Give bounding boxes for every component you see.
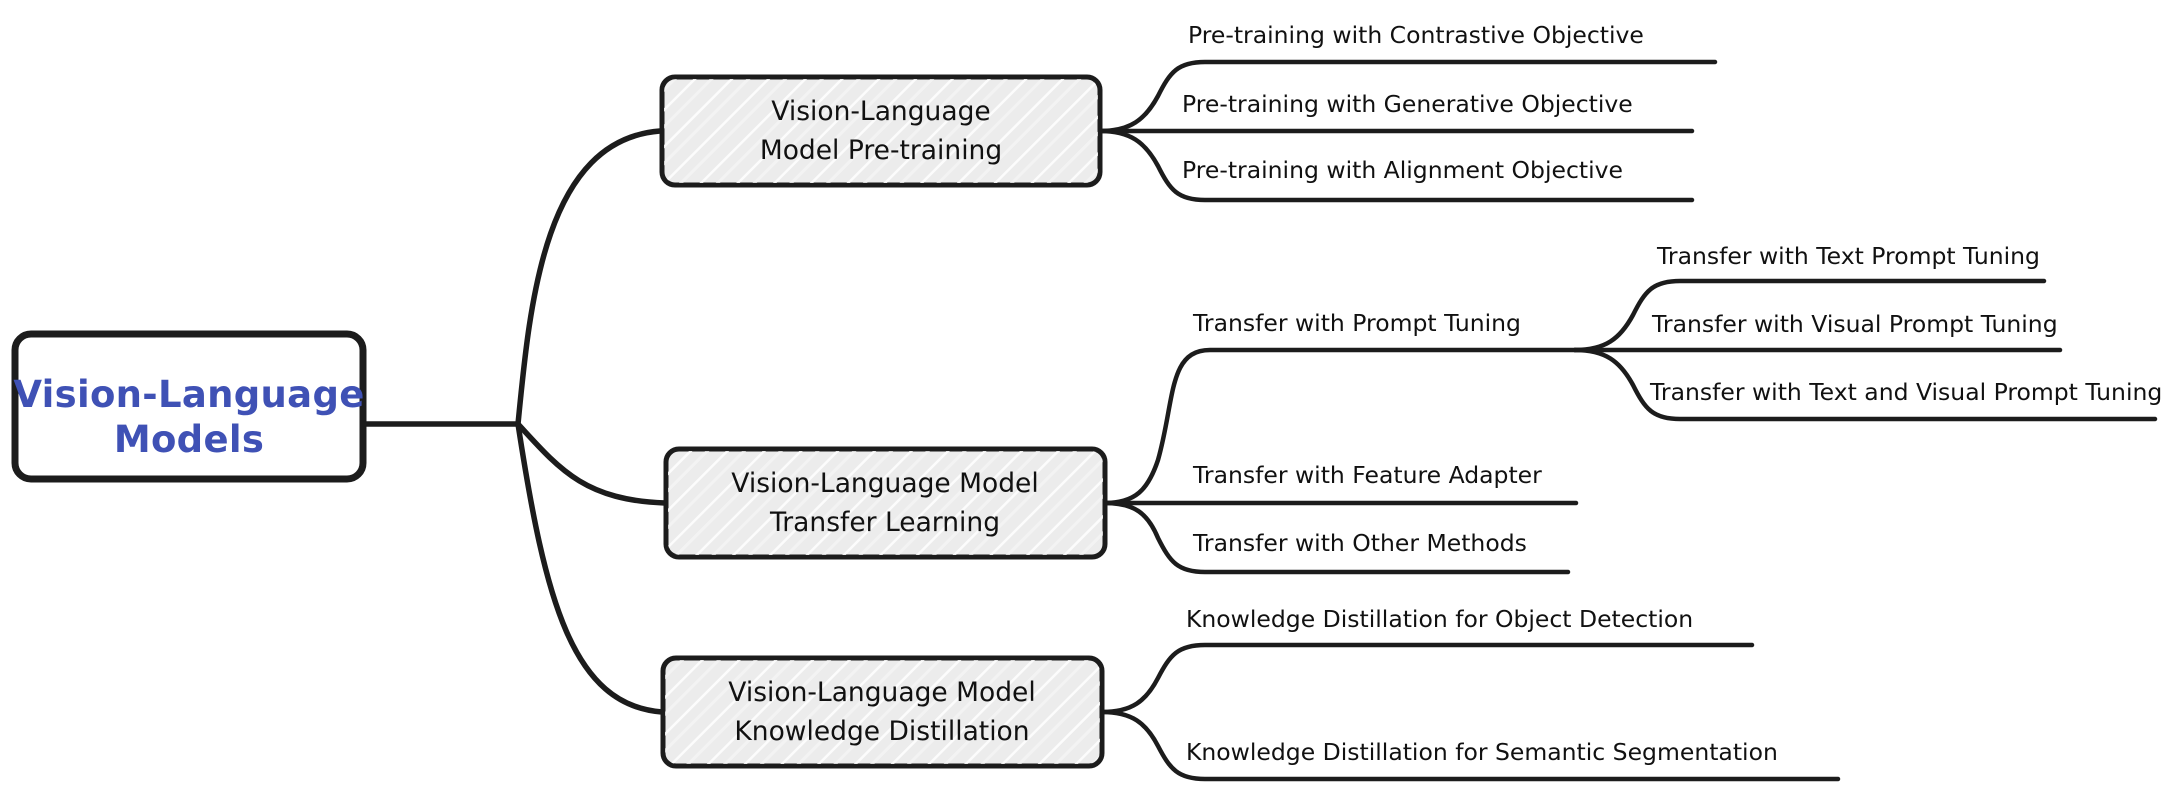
subleaf-label-visual-prompt-tuning[interactable]: Transfer with Visual Prompt Tuning (1651, 310, 2058, 338)
leaf-label-pretraining-generative[interactable]: Pre-training with Generative Objective (1182, 90, 1633, 118)
root-node[interactable]: Vision-Language Models (11, 330, 367, 483)
leaf-label-pretraining-contrastive[interactable]: Pre-training with Contrastive Objective (1188, 21, 1644, 49)
branch-node-pretraining[interactable]: Vision-Language Model Pre-training (659, 74, 1103, 188)
leaf-group-knowledge-distillation: Knowledge Distillation for Object Detect… (1186, 605, 1778, 766)
edge-pretraining-fan-down (1097, 128, 1695, 203)
branch-pretraining-label-line2: Model Pre-training (760, 135, 1002, 166)
leaf-group-transfer-learning: Transfer with Prompt Tuning Transfer wit… (1192, 309, 1542, 557)
edge-root-to-transfer-learning (515, 421, 668, 506)
leaf-label-transfer-prompt-tuning[interactable]: Transfer with Prompt Tuning (1192, 309, 1521, 337)
branch-distillation-label-line2: Knowledge Distillation (734, 716, 1029, 747)
edge-root-to-knowledge-distillation (515, 421, 665, 715)
edge-prompt-fan-down (1572, 347, 2158, 422)
subleaf-group-prompt-tuning: Transfer with Text Prompt Tuning Transfe… (1649, 242, 2162, 406)
branch-distillation-label-line1: Vision-Language Model (728, 677, 1035, 708)
edge-pretraining-fan-up (1097, 59, 1718, 134)
branch-transfer-hatch (668, 451, 1103, 555)
leaf-label-distillation-semantic-segmentation[interactable]: Knowledge Distillation for Semantic Segm… (1186, 738, 1778, 766)
branch-transfer-label-line2: Transfer Learning (769, 507, 1000, 538)
pretraining-leaf-edges (1097, 59, 1718, 203)
root-node-rect[interactable] (11, 330, 367, 483)
branch-node-knowledge-distillation[interactable]: Vision-Language Model Knowledge Distilla… (660, 655, 1105, 769)
edge-root-to-pretraining (515, 128, 663, 427)
branch-pretraining-label-line1: Vision-Language (771, 96, 990, 127)
edge-transfer-fan-prompt (1102, 347, 1578, 506)
root-label-line1: Vision-Language (13, 373, 364, 416)
edge-distillation-fan-up (1099, 642, 1755, 715)
edge-distillation-fan-down (1099, 709, 1841, 782)
edge-transfer-fan-other (1102, 500, 1571, 575)
leaf-label-distillation-object-detection[interactable]: Knowledge Distillation for Object Detect… (1186, 605, 1693, 633)
subleaf-label-text-prompt-tuning[interactable]: Transfer with Text Prompt Tuning (1656, 242, 2040, 270)
branch-node-transfer-learning[interactable]: Vision-Language Model Transfer Learning (663, 446, 1108, 560)
subleaf-label-text-and-visual-prompt-tuning[interactable]: Transfer with Text and Visual Prompt Tun… (1649, 378, 2162, 406)
root-branch-edges (360, 128, 668, 715)
leaf-group-pretraining: Pre-training with Contrastive Objective … (1182, 21, 1644, 184)
branch-distillation-hatch (665, 660, 1100, 764)
leaf-label-transfer-other-methods[interactable]: Transfer with Other Methods (1192, 529, 1527, 557)
transfer-leaf-edges (1102, 347, 1579, 575)
distillation-leaf-edges (1099, 642, 1841, 782)
leaf-label-transfer-feature-adapter[interactable]: Transfer with Feature Adapter (1192, 461, 1542, 489)
branch-transfer-label-line1: Vision-Language Model (731, 468, 1038, 499)
prompt-tuning-subleaf-edges (1572, 278, 2158, 422)
branch-pretraining-hatch (664, 79, 1098, 183)
leaf-label-pretraining-alignment[interactable]: Pre-training with Alignment Objective (1182, 156, 1623, 184)
edge-prompt-fan-up (1572, 278, 2047, 353)
root-label-line2: Models (114, 418, 264, 461)
